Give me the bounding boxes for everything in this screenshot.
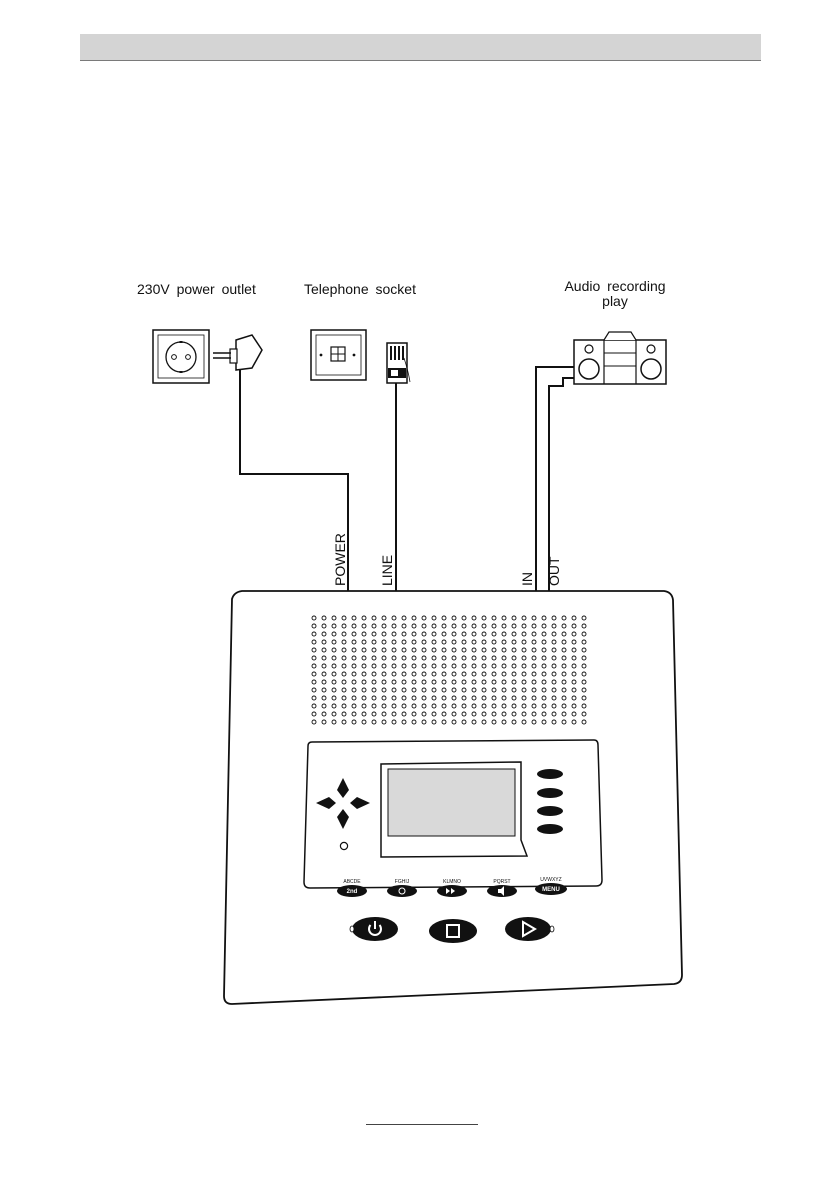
audio-recorder-icon (574, 332, 666, 384)
power-plug-icon (213, 335, 262, 370)
soft-key-2[interactable] (537, 788, 563, 798)
port-out-label: OUT (546, 556, 562, 586)
cables (240, 367, 574, 591)
key-vol-top-label: PQRST (493, 879, 510, 885)
answering-machine: ABCDE 2nd FGHIJ KLMNO PQRST UVWXYZ MENU (224, 591, 682, 1004)
port-line-label: LINE (379, 555, 395, 586)
telephone-socket (311, 330, 366, 380)
key-menu-label: MENU (542, 887, 560, 893)
soft-key-1[interactable] (537, 769, 563, 779)
port-power-label: POWER (332, 533, 348, 586)
led-indicator (340, 842, 347, 849)
lcd-display (381, 762, 527, 857)
key-clock-top-label: FGHIJ (395, 879, 410, 885)
stop-button[interactable] (429, 919, 477, 943)
soft-key-3[interactable] (537, 806, 563, 816)
port-in-label: IN (519, 572, 535, 586)
power-outlet (153, 330, 209, 383)
rj-plug-icon (387, 343, 410, 383)
key-2nd-top-label: ABCDE (343, 879, 361, 885)
soft-key-4[interactable] (537, 824, 563, 834)
key-menu-top-label: UVWXYZ (540, 877, 561, 883)
key-ff-top-label: KLMNO (443, 879, 461, 885)
footer-line (366, 1124, 478, 1125)
key-2nd-label: 2nd (347, 889, 358, 895)
